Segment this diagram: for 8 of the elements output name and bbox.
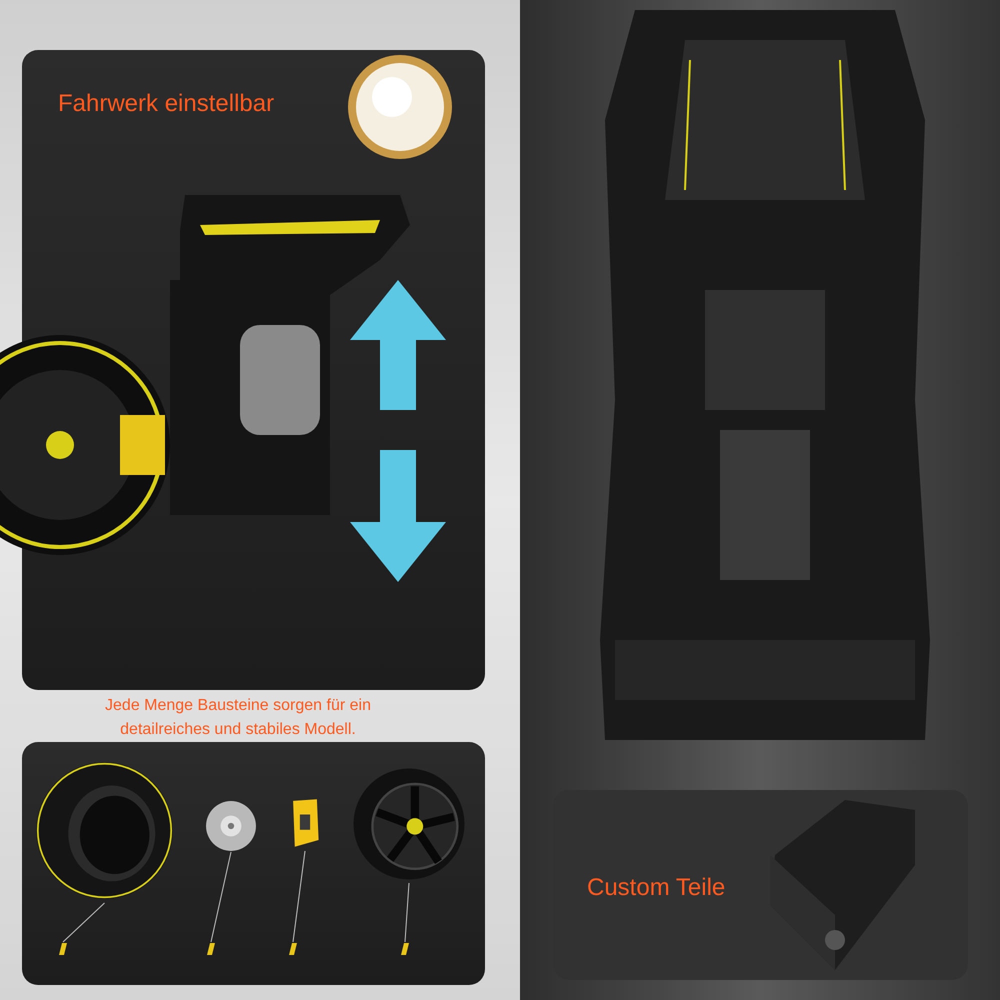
leader-line [292, 850, 306, 942]
panel-heading: Custom Teile [587, 876, 726, 900]
leader-line [210, 852, 232, 942]
caption-text: Jede Menge Bausteine sorgen für ein detailreiches und stabiles Modell. [104, 696, 372, 740]
leader-line [62, 902, 105, 942]
panel [22, 742, 485, 985]
leader-line [404, 882, 410, 942]
panel-heading: Fahrwerk einstellbar [58, 92, 274, 116]
